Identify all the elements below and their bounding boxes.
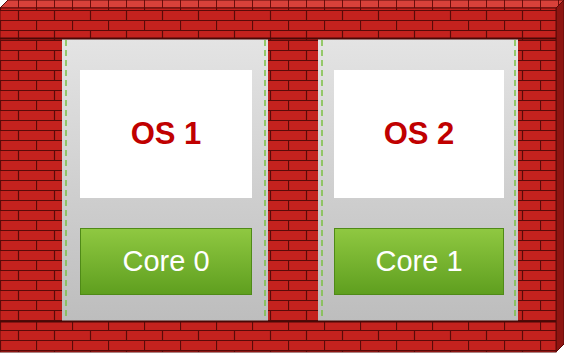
partition-boundary	[321, 40, 323, 320]
partition-boundary	[514, 40, 516, 320]
os-box: OS 1	[80, 70, 252, 198]
wall-side-face	[556, 0, 564, 352]
core-label: Core 0	[122, 245, 209, 278]
partition-panel	[318, 38, 518, 322]
core-box: Core 0	[80, 228, 252, 295]
os-box: OS 2	[334, 70, 504, 198]
core-box: Core 1	[334, 228, 504, 295]
beam-edge	[0, 39, 556, 322]
os-label: OS 1	[131, 116, 202, 152]
os-label: OS 2	[384, 116, 455, 152]
wall-top-face	[0, 0, 564, 8]
partition-boundary	[65, 40, 67, 320]
core-label: Core 1	[375, 245, 462, 278]
brick-wall	[0, 8, 556, 352]
partition-boundary	[264, 40, 266, 320]
partition-panel	[62, 38, 268, 322]
